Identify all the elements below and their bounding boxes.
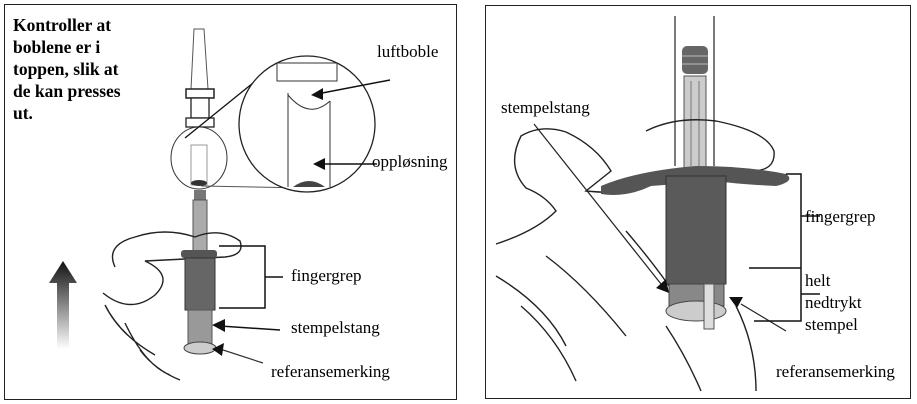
label-line: stempel [805, 315, 858, 334]
instruction-line: Kontroller at [13, 15, 112, 35]
label-line: helt [805, 271, 831, 290]
label-reference-mark: referansemerking [776, 362, 895, 381]
instruction-text: Kontroller at boblene er i toppen, slik … [13, 14, 121, 124]
label-line: nedtrykt [805, 293, 862, 312]
label-fully-pressed-plunger: helt nedtrykt stempel [805, 270, 862, 336]
syringe-illustration-right [495, 16, 820, 392]
label-finger-grip: fingergrep [291, 266, 362, 285]
instruction-line: toppen, slik at [13, 59, 119, 79]
label-reference-mark: referansemerking [271, 362, 390, 381]
instruction-line: ut. [13, 103, 33, 123]
instruction-line: de kan presses [13, 81, 121, 101]
left-panel: Kontroller at boblene er i toppen, slik … [4, 4, 457, 400]
label-solution: oppløsning [372, 152, 448, 171]
label-finger-grip: fingergrep [805, 207, 876, 226]
label-plunger-rod: stempelstang [291, 318, 380, 337]
label-plunger-rod: stempelstang [501, 98, 590, 117]
instruction-line: boblene er i [13, 37, 101, 57]
arrow-up-icon [49, 261, 77, 349]
right-panel: stempelstang fingergrep helt nedtrykt st… [485, 5, 911, 399]
label-air-bubble: luftboble [377, 42, 439, 61]
syringe-illustration-left [49, 28, 391, 381]
